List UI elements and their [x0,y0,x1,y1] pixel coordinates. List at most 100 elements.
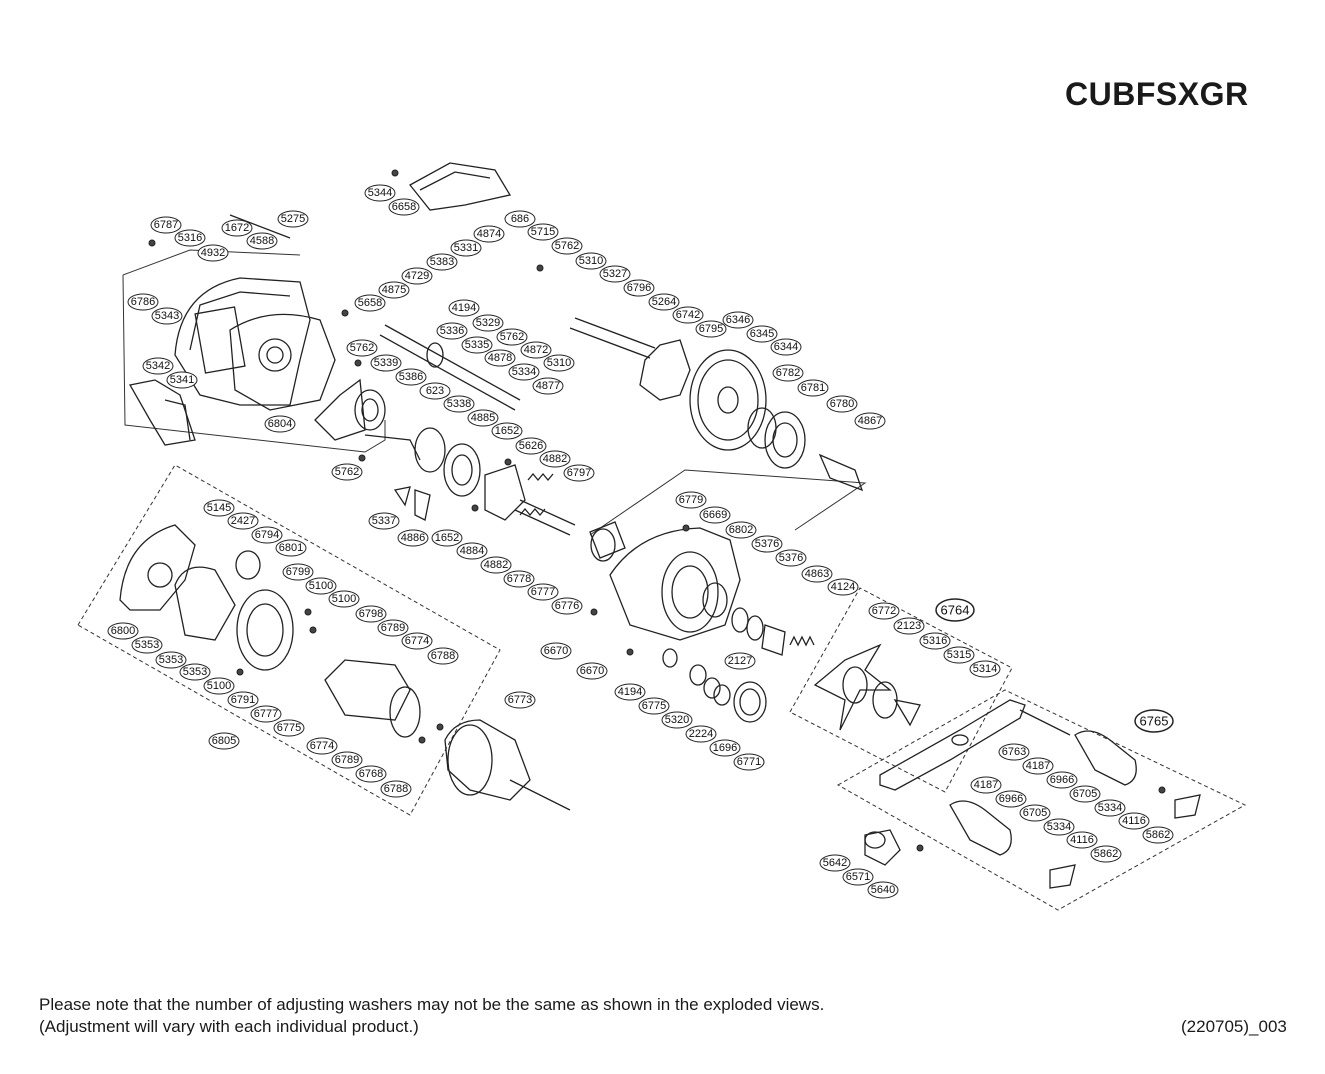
part-number: 4882 [543,453,567,465]
part-label-6705: 6705 [1019,804,1051,822]
part-number: 5341 [170,374,194,386]
part-label-2224: 2224 [685,725,717,743]
part-label-5320: 5320 [661,711,693,729]
part-label-5762: 5762 [331,463,363,481]
part-number: 6775 [642,700,666,712]
part-number: 4124 [831,581,855,593]
part-number: 4116 [1070,834,1094,846]
part-number: 4885 [471,412,495,424]
part-label-5310: 5310 [575,252,607,270]
part-label-4872: 4872 [520,341,552,359]
part-number: 6788 [431,650,455,662]
part-number: 4932 [201,247,225,259]
part-number: 6774 [310,740,334,752]
part-label-6966: 6966 [995,790,1027,808]
part-label-4187: 4187 [970,776,1002,794]
part-label-4863: 4863 [801,565,833,583]
reel-components [119,162,1201,889]
part-label-2427: 2427 [227,512,259,530]
part-label-6774: 6774 [306,737,338,755]
part-number: 6776 [555,600,579,612]
part-number: 6798 [359,608,383,620]
part-label-6772: 6772 [868,602,900,620]
part-number: 5376 [779,552,803,564]
part-label-6787: 6787 [150,216,182,234]
part-number: 1652 [495,425,519,437]
part-label-6768: 6768 [355,765,387,783]
part-number: 5310 [547,357,571,369]
part-label-6796: 6796 [623,279,655,297]
part-number: 6705 [1023,807,1047,819]
part-label-6670: 6670 [576,662,608,680]
part-label-6791: 6791 [227,691,259,709]
part-number: 5353 [135,639,159,651]
part-number: 6797 [567,467,591,479]
part-number: 5344 [368,187,392,199]
part-number: 6804 [268,418,292,430]
part-number: 5626 [519,440,543,452]
part-number: 1672 [225,222,249,234]
part-number: 5316 [178,232,202,244]
part-label-5342: 5342 [142,357,174,375]
part-number: 6795 [699,323,723,335]
part-number: 6805 [212,735,236,747]
part-label-4874: 4874 [473,225,505,243]
part-number: 5715 [531,226,555,238]
part-number: 4874 [477,228,501,240]
part-number: 6779 [679,494,703,506]
part-label-5337: 5337 [368,512,400,530]
part-label-5310: 5310 [543,354,575,372]
part-label-5862: 5862 [1142,826,1174,844]
part-label-5343: 5343 [151,307,183,325]
part-label-4875: 4875 [378,281,410,299]
part-number: 5376 [755,538,779,550]
part-label-6799: 6799 [282,563,314,581]
part-label-5376: 5376 [751,535,783,553]
part-label-6781: 6781 [797,379,829,397]
part-number: 5383 [430,256,454,268]
part-label-5334: 5334 [1094,799,1126,817]
part-label-6658: 6658 [388,198,420,216]
part-label-6804: 6804 [264,415,296,433]
part-label-5353: 5353 [155,651,187,669]
part-label-6346: 6346 [722,311,754,329]
part-label-5344: 5344 [364,184,396,202]
part-label-5275: 5275 [277,210,309,228]
part-number: 6765 [1140,714,1169,729]
adjustment-note-line-2: (Adjustment will vary with each individu… [39,1017,419,1036]
part-number: 5762 [555,240,579,252]
part-number: 4194 [452,302,476,314]
part-number: 5862 [1094,848,1118,860]
part-number: 6777 [254,708,278,720]
part-number: 5337 [372,515,396,527]
part-label-5658: 5658 [354,294,386,312]
part-label-6765: 6765 [1134,709,1174,733]
part-label-4886: 4886 [397,529,429,547]
part-label-5339: 5339 [370,354,402,372]
part-label-6782: 6782 [772,364,804,382]
part-label-5145: 5145 [203,499,235,517]
part-label-5341: 5341 [166,371,198,389]
part-number: 5343 [155,310,179,322]
part-label-5383: 5383 [426,253,458,271]
part-label-6763: 6763 [998,743,1030,761]
part-number: 6344 [774,341,798,353]
part-label-4884: 4884 [456,542,488,560]
part-label-5264: 5264 [648,293,680,311]
part-label-6775: 6775 [638,697,670,715]
part-label-6802: 6802 [725,521,757,539]
part-label-5762: 5762 [346,339,378,357]
part-number: 5314 [973,663,997,675]
part-number: 6774 [405,635,429,647]
part-label-4882: 4882 [480,556,512,574]
part-label-5334: 5334 [508,363,540,381]
part-number: 4187 [1026,760,1050,772]
part-label-5715: 5715 [527,223,559,241]
part-label-6773: 6773 [504,691,536,709]
part-number: 5327 [603,268,627,280]
part-number: 5342 [146,360,170,372]
part-number: 6799 [286,566,310,578]
part-number: 6966 [1050,774,1074,786]
part-label-6780: 6780 [826,395,858,413]
part-number: 5386 [399,371,423,383]
